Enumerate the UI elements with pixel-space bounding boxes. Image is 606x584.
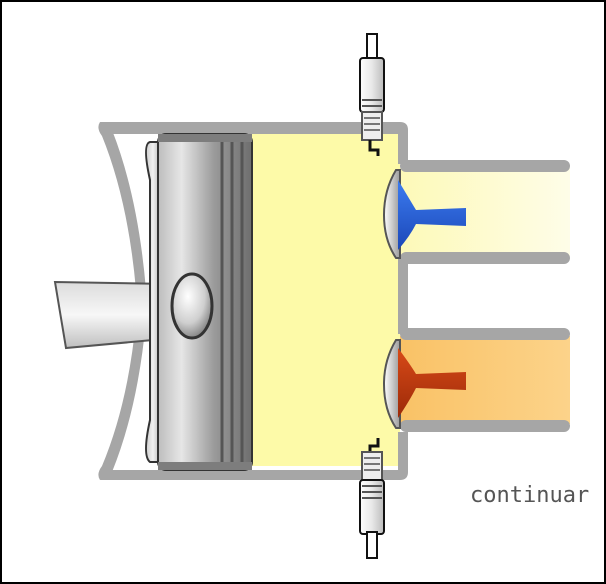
bottom-spark-plug [359,438,385,559]
wrist-pin [170,272,214,340]
combustion-chamber [250,132,400,466]
intake-port [400,160,570,264]
intake-valve [382,169,466,259]
top-spark-plug [359,33,385,156]
continue-link[interactable]: continuar [470,483,590,508]
exhaust-valve [382,339,466,429]
